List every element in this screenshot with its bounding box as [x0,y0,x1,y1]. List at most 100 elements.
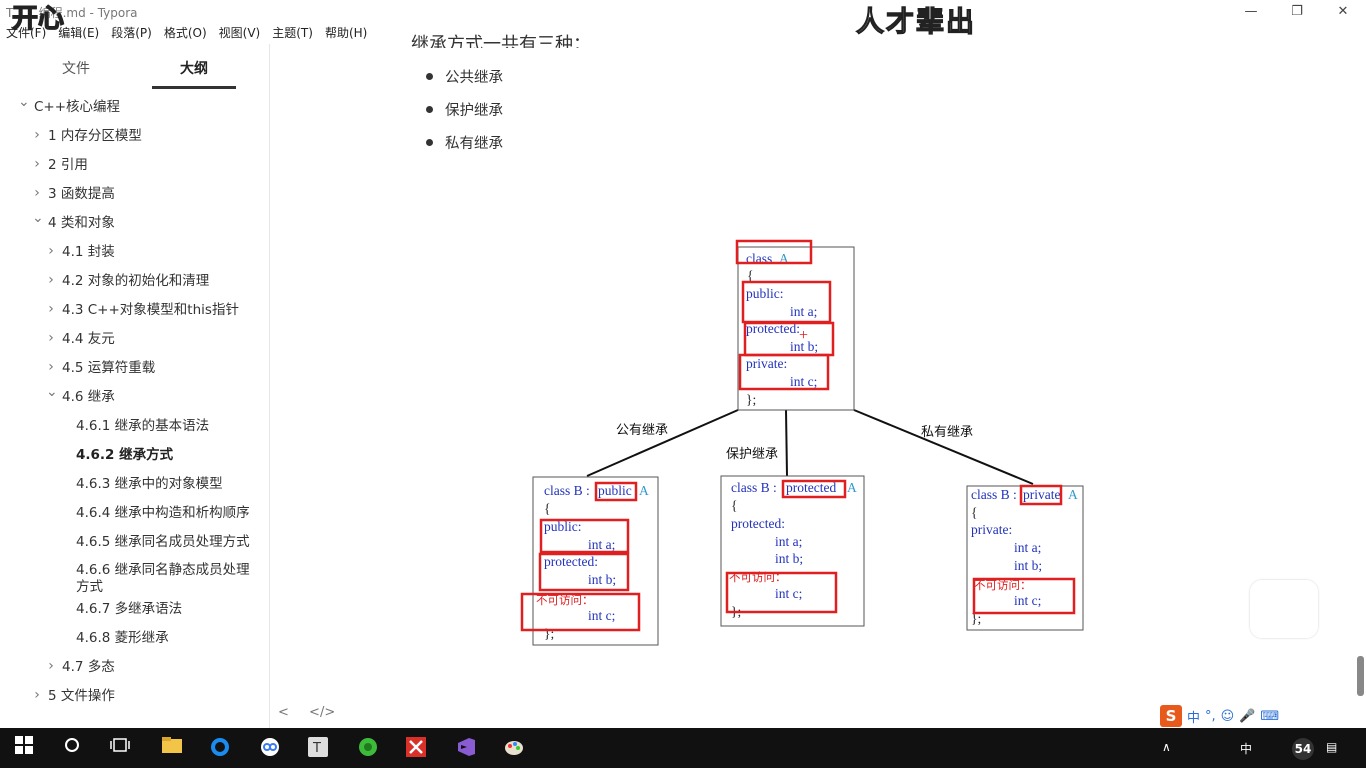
notification-badge[interactable]: 54 [1292,738,1314,760]
menu-bar: 文件(F) 编辑(E) 段落(P) 格式(O) 视图(V) 主题(T) 帮助(H… [0,24,367,44]
ime-logo-icon[interactable]: S [1160,705,1182,727]
outline-item[interactable]: 1 内存分区模型 [48,128,142,144]
editor-scrollbar[interactable] [1357,656,1364,696]
menu-file[interactable]: 文件(F) [6,26,47,40]
browser-q-icon[interactable] [208,736,232,760]
open-brace: { [747,268,753,283]
chevron-down-icon[interactable]: ⌄ [46,384,58,400]
outline-item[interactable]: 3 函数提高 [48,186,115,202]
xmind-app-icon[interactable] [404,736,428,760]
diagram-connectors [586,409,1034,485]
inherit-mode: public [598,483,632,498]
search-circle-icon[interactable] [60,736,84,760]
menu-view[interactable]: 视图(V) [218,26,261,40]
ime-lang-toggle[interactable]: 中 [1187,710,1201,726]
member-a: int a; [588,537,615,552]
chevron-right-icon[interactable]: › [48,301,54,317]
menu-format[interactable]: 格式(O) [163,26,207,40]
highlight-box [594,481,638,502]
outline-item[interactable]: 4.1 封装 [62,244,115,260]
chevron-right-icon[interactable]: › [34,687,40,703]
green-app-icon[interactable] [356,736,380,760]
menu-theme[interactable]: 主题(T) [272,26,313,40]
outline-item[interactable]: 4.2 对象的初始化和清理 [62,273,210,289]
tab-outline[interactable]: 大纲 [152,58,236,89]
outline-item[interactable]: 4 类和对象 [48,215,115,231]
sidebar-toggle-icon[interactable]: < [278,705,289,720]
outline-item[interactable]: 4.4 友元 [62,331,115,347]
edge-label-protected: 保护继承 [726,447,778,462]
chevron-down-icon[interactable]: ⌄ [32,210,44,226]
outline-item[interactable]: 4.5 运算符重载 [62,360,156,376]
minimize-button[interactable]: — [1244,4,1258,19]
cursor-marker: + [799,327,808,344]
edge-public [586,409,739,477]
chevron-right-icon[interactable]: › [34,185,40,201]
chevron-right-icon[interactable]: › [48,243,54,259]
highlight-box [972,577,1076,615]
action-center-icon[interactable]: ▤ [1326,740,1338,754]
base-name: A [847,480,857,495]
chevron-right-icon[interactable]: › [48,330,54,346]
outline-item[interactable]: 4.6.1 继承的基本语法 [76,418,210,434]
base-class-box: class A { public: int a; protected: int … [735,239,855,411]
file-explorer-icon[interactable] [160,736,184,760]
open-brace: { [544,501,550,516]
outline-item[interactable]: 2 引用 [48,157,88,173]
restore-button[interactable]: ❐ [1291,4,1303,19]
chevron-right-icon[interactable]: › [48,359,54,375]
member-b: int b; [1014,558,1042,573]
outline-item[interactable]: 4.6.7 多继承语法 [76,601,183,617]
ime-keyboard-icon[interactable]: ⌨ [1260,708,1280,724]
outline-item[interactable]: 4.6.3 继承中的对象模型 [76,476,223,492]
member-a: int a; [1014,540,1041,555]
menu-help[interactable]: 帮助(H) [324,26,368,40]
title-bar: T... ...编程.md - Typora 开心 人才辈出 — ❐ ✕ [0,0,1366,39]
task-view-icon[interactable] [108,736,132,760]
source-mode-icon[interactable]: </> [309,705,336,720]
video-play-icon[interactable] [1250,580,1318,638]
menu-paragraph[interactable]: 段落(P) [111,26,152,40]
list-item: 私有继承 [426,132,503,165]
open-brace: { [971,505,977,520]
chevron-right-icon[interactable]: › [34,127,40,143]
sidebar-tabs: 文件 大纲 [0,58,270,89]
video-overlay-caption-left: 开心 [11,3,65,34]
video-overlay-caption-right: 人才辈出 [855,4,977,38]
tray-ime-indicator[interactable]: 中 [1240,742,1253,756]
outline-item[interactable]: 4.6.8 菱形继承 [76,630,169,646]
chevron-down-icon[interactable]: ⌄ [18,94,30,110]
highlight-box [738,353,830,391]
outline-item[interactable]: 5 文件操作 [48,688,115,704]
visual-studio-icon[interactable] [454,736,478,760]
ime-punct-toggle[interactable]: °, [1205,708,1216,724]
outline-item[interactable]: 4.6.6 继承同名静态成员处理方式 [76,562,250,595]
inherit-mode: protected [786,480,836,495]
outline-item[interactable]: 4.6 继承 [62,389,115,405]
chevron-right-icon[interactable]: › [48,272,54,288]
inaccessible-label: 不可访问： [536,593,594,607]
open-brace: { [731,498,737,513]
paint-app-icon[interactable] [502,736,526,760]
access-public: public: [544,519,582,534]
ime-emoji-icon[interactable]: ☺ [1220,708,1235,724]
base-name: A [1068,487,1078,502]
chevron-right-icon[interactable]: › [34,156,40,172]
outline-item[interactable]: 4.3 C++对象模型和this指针 [62,302,239,318]
menu-edit[interactable]: 编辑(E) [58,26,100,40]
start-windows-icon[interactable] [12,736,36,760]
typora-app-icon[interactable]: T [306,736,330,760]
outline-item[interactable]: 4.6.2 继承方式 [76,447,174,463]
ime-mic-icon[interactable]: 🎤 [1239,708,1256,724]
tray-expand-icon[interactable]: ∧ [1162,740,1171,754]
outline-item[interactable]: 4.7 多态 [62,659,115,675]
tab-files[interactable]: 文件 [62,61,90,77]
close-button[interactable]: ✕ [1337,4,1349,19]
status-footer: < </> [278,705,351,720]
cloud-app-icon[interactable] [258,736,282,760]
outline-item[interactable]: 4.6.4 继承中构造和析构顺序 [76,505,250,521]
outline-item[interactable]: C++核心编程 [34,99,121,115]
chevron-right-icon[interactable]: › [48,658,54,674]
outline-item[interactable]: 4.6.5 继承同名成员处理方式 [76,534,250,550]
access-protected: protected: [746,321,800,336]
